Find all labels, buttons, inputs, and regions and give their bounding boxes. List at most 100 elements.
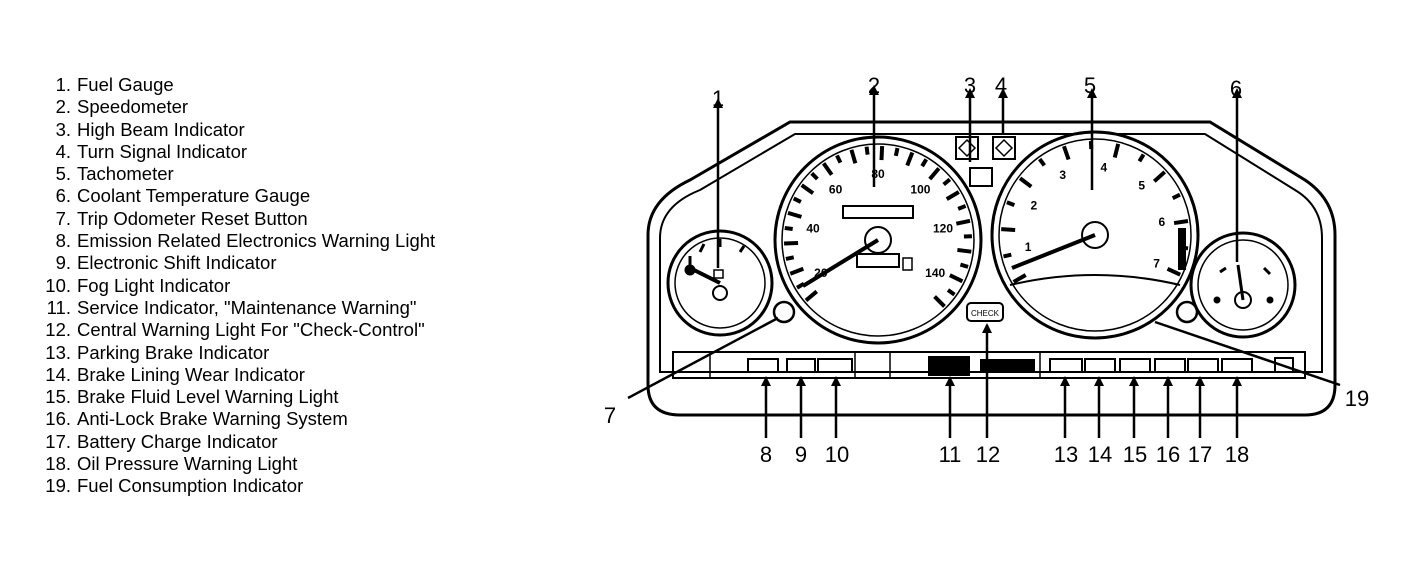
gauge-tick xyxy=(784,226,793,232)
callout-17: 17 xyxy=(1187,442,1213,467)
gauge-tick-label: 5 xyxy=(1138,179,1145,193)
legend-label: Electronic Shift Indicator xyxy=(77,252,277,274)
gauge-tick-label: 6 xyxy=(1158,215,1165,229)
check-control-light: CHECK xyxy=(966,302,1004,322)
legend-item: 13. Parking Brake Indicator xyxy=(28,342,435,364)
callout-8: 8 xyxy=(759,442,773,467)
callout-7: 7 xyxy=(603,403,617,428)
fuel-gauge xyxy=(666,229,774,337)
gauge-tick-label: 60 xyxy=(829,182,843,196)
gauge-tick xyxy=(787,210,802,219)
legend-item: 17.Battery Charge Indicator xyxy=(28,431,435,453)
check-label: CHECK xyxy=(971,309,1000,318)
callout-9: 9 xyxy=(794,442,808,467)
gauge-tick xyxy=(879,146,885,161)
legend-item: 15.Brake Fluid Level Warning Light xyxy=(28,386,435,408)
legend-label: High Beam Indicator xyxy=(77,118,245,140)
callout-18: 18 xyxy=(1224,442,1250,467)
legend-number: 8. xyxy=(55,230,71,252)
legend-label: Emission Related Electronics Warning Lig… xyxy=(77,230,436,252)
callout-10: 10 xyxy=(824,442,850,467)
legend-number: 17. xyxy=(45,430,71,452)
legend-number: 19. xyxy=(45,475,71,497)
legend-number: 16. xyxy=(45,408,71,430)
gauge-tick xyxy=(1012,273,1027,284)
gauge-tick xyxy=(785,255,795,261)
gauge-tick xyxy=(1062,145,1071,161)
legend-list: 1.Fuel Gauge 2.Speedometer 3. High Beam I… xyxy=(28,74,435,498)
callout-12: 12 xyxy=(975,442,1001,467)
gauge-tick xyxy=(1003,252,1012,259)
gauge-tick-label: 2 xyxy=(1030,198,1037,212)
legend-number: 9. xyxy=(55,252,71,274)
legend-label: Central Warning Light For "Check-Control… xyxy=(77,319,425,341)
gauge-tick xyxy=(789,266,805,276)
gauge-tick xyxy=(1171,192,1181,200)
gauge-tick xyxy=(1152,170,1167,183)
callout-leader-lines xyxy=(627,95,1341,438)
legend-item: 19.Fuel Consumption Indicator xyxy=(28,475,435,497)
legend-item: 1.Fuel Gauge xyxy=(28,74,435,96)
legend-item: 5.Tachometer xyxy=(28,163,435,185)
callout-2: 2 xyxy=(867,73,881,98)
legend-number: 10. xyxy=(45,274,71,296)
gauge-tick xyxy=(942,177,952,187)
legend-item: 6. Coolant Temperature Gauge xyxy=(28,185,435,207)
gauge-tick xyxy=(800,183,815,195)
gauge-tick xyxy=(1006,200,1016,207)
gauge-tick-label: 120 xyxy=(933,222,953,236)
legend-number: 15. xyxy=(45,386,71,408)
gauge-tick xyxy=(1001,227,1016,233)
callout-3: 3 xyxy=(963,73,977,98)
legend-number: 7. xyxy=(55,207,71,229)
coolant-temperature-gauge xyxy=(1189,231,1297,339)
legend-label: Coolant Temperature Gauge xyxy=(77,185,311,207)
legend-item: 11.Service Indicator, "Maintenance Warni… xyxy=(28,297,435,319)
gauge-tick xyxy=(955,218,971,226)
callout-13: 13 xyxy=(1053,442,1079,467)
callout-5: 5 xyxy=(1083,73,1097,98)
gauge-tick xyxy=(1038,157,1046,167)
gauge-tick-label: 7 xyxy=(1153,257,1160,271)
legend-number: 4. xyxy=(55,140,71,162)
legend-number: 13. xyxy=(45,341,71,363)
legend-label: Service Indicator, "Maintenance Warning" xyxy=(77,296,417,318)
gauge-tick-label: 140 xyxy=(925,266,945,280)
callout-arrowheads xyxy=(713,85,1242,386)
legend-label: Brake Lining Wear Indicator xyxy=(77,363,305,385)
legend-number: 3. xyxy=(55,118,71,140)
callout-1: 1 xyxy=(711,86,725,111)
legend-item: 2.Speedometer xyxy=(28,96,435,118)
legend-item: 3. High Beam Indicator xyxy=(28,119,435,141)
callout-6: 6 xyxy=(1229,76,1243,101)
legend-item: 4. Turn Signal Indicator xyxy=(28,141,435,163)
legend-number: 2. xyxy=(55,96,71,118)
gauge-tick xyxy=(792,196,802,204)
gauge-tick xyxy=(928,167,941,181)
legend-item: 9. Electronic Shift Indicator xyxy=(28,252,435,274)
legend-label: Fog Light Indicator xyxy=(77,274,231,296)
gauge-tick xyxy=(804,289,819,302)
gauge-tick xyxy=(783,240,799,246)
trip-reset-button[interactable] xyxy=(772,300,796,324)
legend-label: Turn Signal Indicator xyxy=(77,140,248,162)
gauge-tick xyxy=(1018,176,1033,189)
gauge-tick-label: 3 xyxy=(1059,168,1066,182)
legend-label: Oil Pressure Warning Light xyxy=(77,453,298,475)
legend-number: 6. xyxy=(55,185,71,207)
legend-label: Parking Brake Indicator xyxy=(77,341,270,363)
legend-item: 16.Anti-Lock Brake Warning System xyxy=(28,408,435,430)
high-beam-indicator xyxy=(955,136,979,160)
gauge-tick xyxy=(864,146,870,155)
legend-item: 14.Brake Lining Wear Indicator xyxy=(28,364,435,386)
legend-item: 12. Central Warning Light For "Check-Cont… xyxy=(28,319,435,341)
gauge-tick xyxy=(959,262,969,269)
gauge-tick xyxy=(821,162,834,176)
legend-number: 18. xyxy=(45,453,71,475)
gauge-tick xyxy=(810,171,819,181)
legend-item: 7.Trip Odometer Reset Button xyxy=(28,208,435,230)
legend-number: 12. xyxy=(45,319,71,341)
